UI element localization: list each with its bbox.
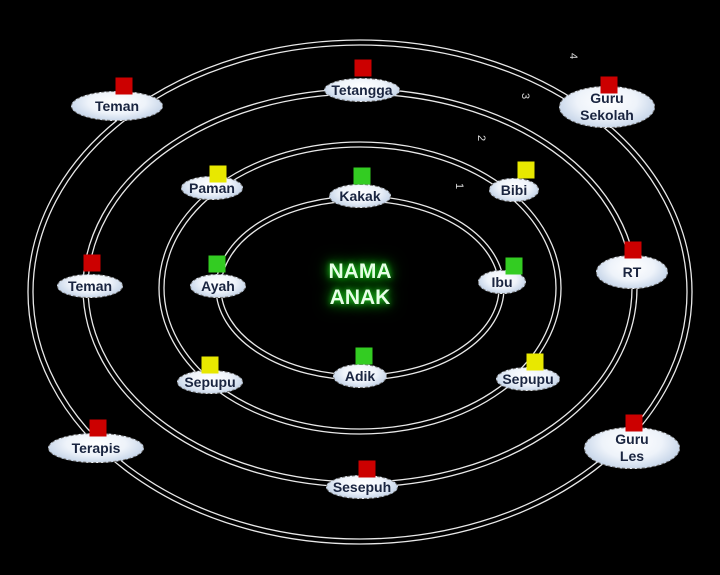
node-label: Teman [67, 277, 113, 294]
node-sesepuh: Sesepuh [326, 475, 398, 499]
node-label: Sepupu [184, 373, 236, 390]
marker-square [624, 241, 642, 259]
node-adik: Adik [333, 364, 387, 388]
node-tetangga: Tetangga [324, 78, 400, 102]
node-label: Adik [344, 367, 376, 384]
node-rt: RT [596, 255, 668, 289]
node-sepupu: Sepupu [177, 370, 243, 394]
ring-label-1: 1 [453, 182, 466, 190]
node-label: Teman [94, 97, 140, 114]
marker-square [208, 255, 226, 273]
node-label: RT [622, 263, 642, 280]
node-kakak: Kakak [329, 184, 391, 208]
node-label: Terapis [71, 439, 121, 456]
node-sepupu: Sepupu [496, 367, 560, 391]
marker-square [358, 460, 376, 478]
ring-4-inner-line [32, 44, 688, 540]
marker-square [355, 347, 373, 365]
node-terapis: Terapis [48, 433, 144, 463]
node-teman: Teman [71, 91, 163, 121]
ring-label-4: 4 [567, 52, 580, 60]
marker-square [600, 76, 618, 94]
node-label: Sesepuh [332, 478, 392, 495]
node-label: Sepupu [502, 370, 554, 387]
ring-label-3: 3 [519, 92, 532, 100]
node-label: Ibu [491, 273, 513, 290]
node-label: Bibi [500, 181, 528, 198]
node-label: Paman [189, 179, 235, 196]
center-label: NAMA ANAK [328, 260, 392, 309]
marker-square [115, 77, 133, 95]
marker-square [505, 257, 523, 275]
ring-4-outer-line [27, 39, 693, 545]
node-label: Tetangga [331, 81, 393, 98]
marker-square [354, 59, 372, 77]
marker-square [526, 353, 544, 371]
marker-square [353, 167, 371, 185]
node-ayah: Ayah [190, 274, 246, 298]
node-teman: Teman [57, 274, 123, 298]
node-label: Ayah [201, 277, 235, 294]
marker-square [209, 165, 227, 183]
node-bibi: Bibi [489, 178, 539, 202]
marker-square [517, 161, 535, 179]
ring-label-2: 2 [475, 134, 488, 142]
node-label: Kakak [339, 187, 381, 204]
ring-2-outer-line [158, 141, 562, 435]
ring-2-inner-line [163, 146, 557, 430]
marker-square [201, 356, 219, 374]
marker-square [83, 254, 101, 272]
marker-square [625, 414, 643, 432]
marker-square [89, 419, 107, 437]
node-paman: Paman [181, 176, 243, 200]
